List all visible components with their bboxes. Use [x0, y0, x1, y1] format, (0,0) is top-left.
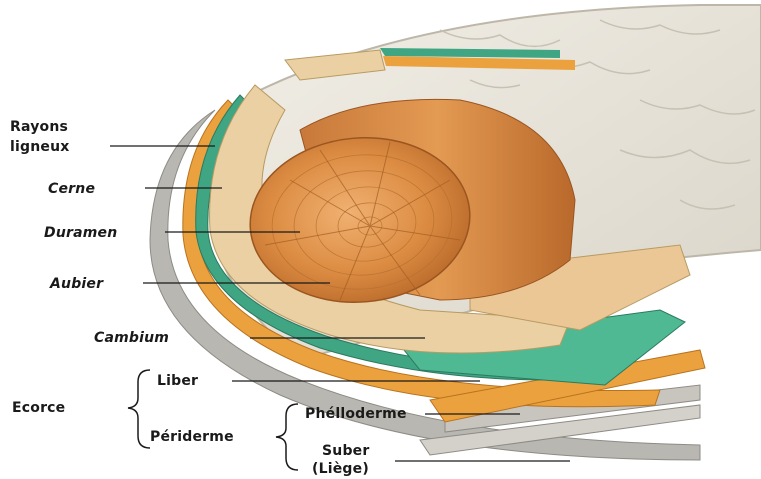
label-ecorce: Ecorce — [12, 399, 65, 417]
label-aubier: Aubier — [50, 275, 103, 293]
ecorce-brace — [128, 370, 150, 448]
label-rayons: Rayons — [10, 118, 68, 136]
periderme-brace — [276, 404, 298, 470]
label-phelloderme: Phélloderme — [305, 405, 407, 423]
label-ligneux: ligneux — [10, 138, 69, 156]
label-duramen: Duramen — [44, 224, 117, 242]
label-cambium: Cambium — [94, 329, 169, 347]
label-cerne: Cerne — [48, 180, 95, 198]
label-liber: Liber — [157, 372, 198, 390]
label-liege: (Liège) — [312, 460, 369, 478]
label-suber: Suber — [322, 442, 369, 460]
label-periderme: Périderme — [150, 428, 234, 446]
